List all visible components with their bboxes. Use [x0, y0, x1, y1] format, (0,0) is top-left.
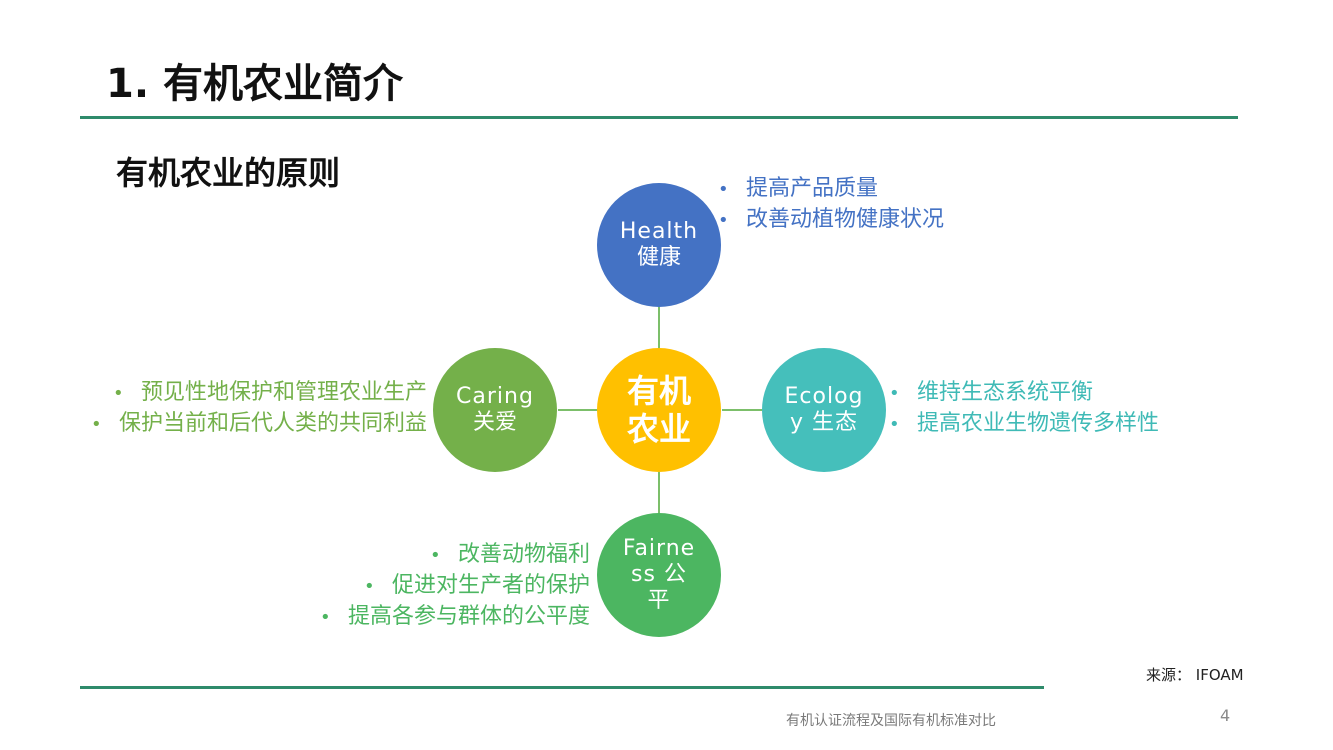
bullet-icon: • — [363, 576, 375, 597]
bullet-icon: • — [429, 545, 441, 566]
fairness-bullets: •改善动物福利 •促进对生产者的保护 •提高各参与群体的公平度 — [320, 540, 590, 633]
ecology-bullets: •维持生态系统平衡 •提高农业生物遗传多样性 — [889, 378, 1159, 440]
health-node: Health 健康 — [597, 183, 721, 307]
list-item: •提高产品质量 — [718, 174, 944, 205]
list-item: •促进对生产者的保护 — [320, 571, 590, 602]
connector-health — [658, 306, 660, 350]
connector-ecology — [722, 409, 762, 411]
section-subtitle: 有机农业的原则 — [116, 154, 341, 192]
footer-text: 有机认证流程及国际有机标准对比 — [786, 713, 996, 729]
caring-node: Caring 关爱 — [433, 348, 557, 472]
list-item: •维持生态系统平衡 — [889, 378, 1159, 409]
list-item: •提高农业生物遗传多样性 — [889, 409, 1159, 440]
fairness-label: Fairne ss 公 平 — [622, 536, 696, 613]
bullet-icon: • — [90, 414, 102, 435]
footer-divider — [80, 686, 1044, 689]
center-node: 有机 农业 — [597, 348, 721, 472]
list-item: •改善动植物健康状况 — [718, 205, 944, 236]
caring-label-zh: 关爱 — [472, 410, 517, 435]
ecology-label-zh: 生态 — [812, 410, 859, 435]
bullet-icon: • — [112, 383, 124, 404]
connector-fairness — [658, 472, 660, 514]
source-note: 来源： IFOAM — [1146, 666, 1244, 684]
health-label-zh: 健康 — [636, 245, 681, 270]
center-label-line1: 有机 — [626, 372, 691, 410]
caring-label-en: Caring — [456, 384, 534, 409]
fairness-node: Fairne ss 公 平 — [597, 513, 721, 637]
list-item: •预见性地保护和管理农业生产 — [91, 378, 427, 409]
list-item: •提高各参与群体的公平度 — [320, 602, 590, 633]
center-label-line2: 农业 — [626, 410, 691, 448]
health-bullets: •提高产品质量 •改善动植物健康状况 — [718, 174, 944, 236]
bullet-icon: • — [889, 414, 900, 435]
ecology-label-en: Ecolog y 生态 — [784, 384, 864, 435]
bullet-icon: • — [718, 179, 729, 200]
list-item: •改善动物福利 — [320, 540, 590, 571]
connector-caring — [558, 409, 598, 411]
title-divider — [80, 116, 1238, 119]
ecology-node: Ecolog y 生态 — [762, 348, 886, 472]
slide-title: 1. 有机农业简介 — [106, 61, 403, 107]
bullet-icon: • — [718, 210, 729, 231]
fairness-label-zh: 公 平 — [647, 562, 687, 613]
health-label-en: Health — [619, 219, 699, 244]
page-number: 4 — [1220, 706, 1231, 725]
caring-bullets: •预见性地保护和管理农业生产 •保护当前和后代人类的共同利益 — [91, 378, 427, 440]
bullet-icon: • — [319, 607, 331, 628]
bullet-icon: • — [889, 383, 900, 404]
list-item: •保护当前和后代人类的共同利益 — [91, 409, 427, 440]
